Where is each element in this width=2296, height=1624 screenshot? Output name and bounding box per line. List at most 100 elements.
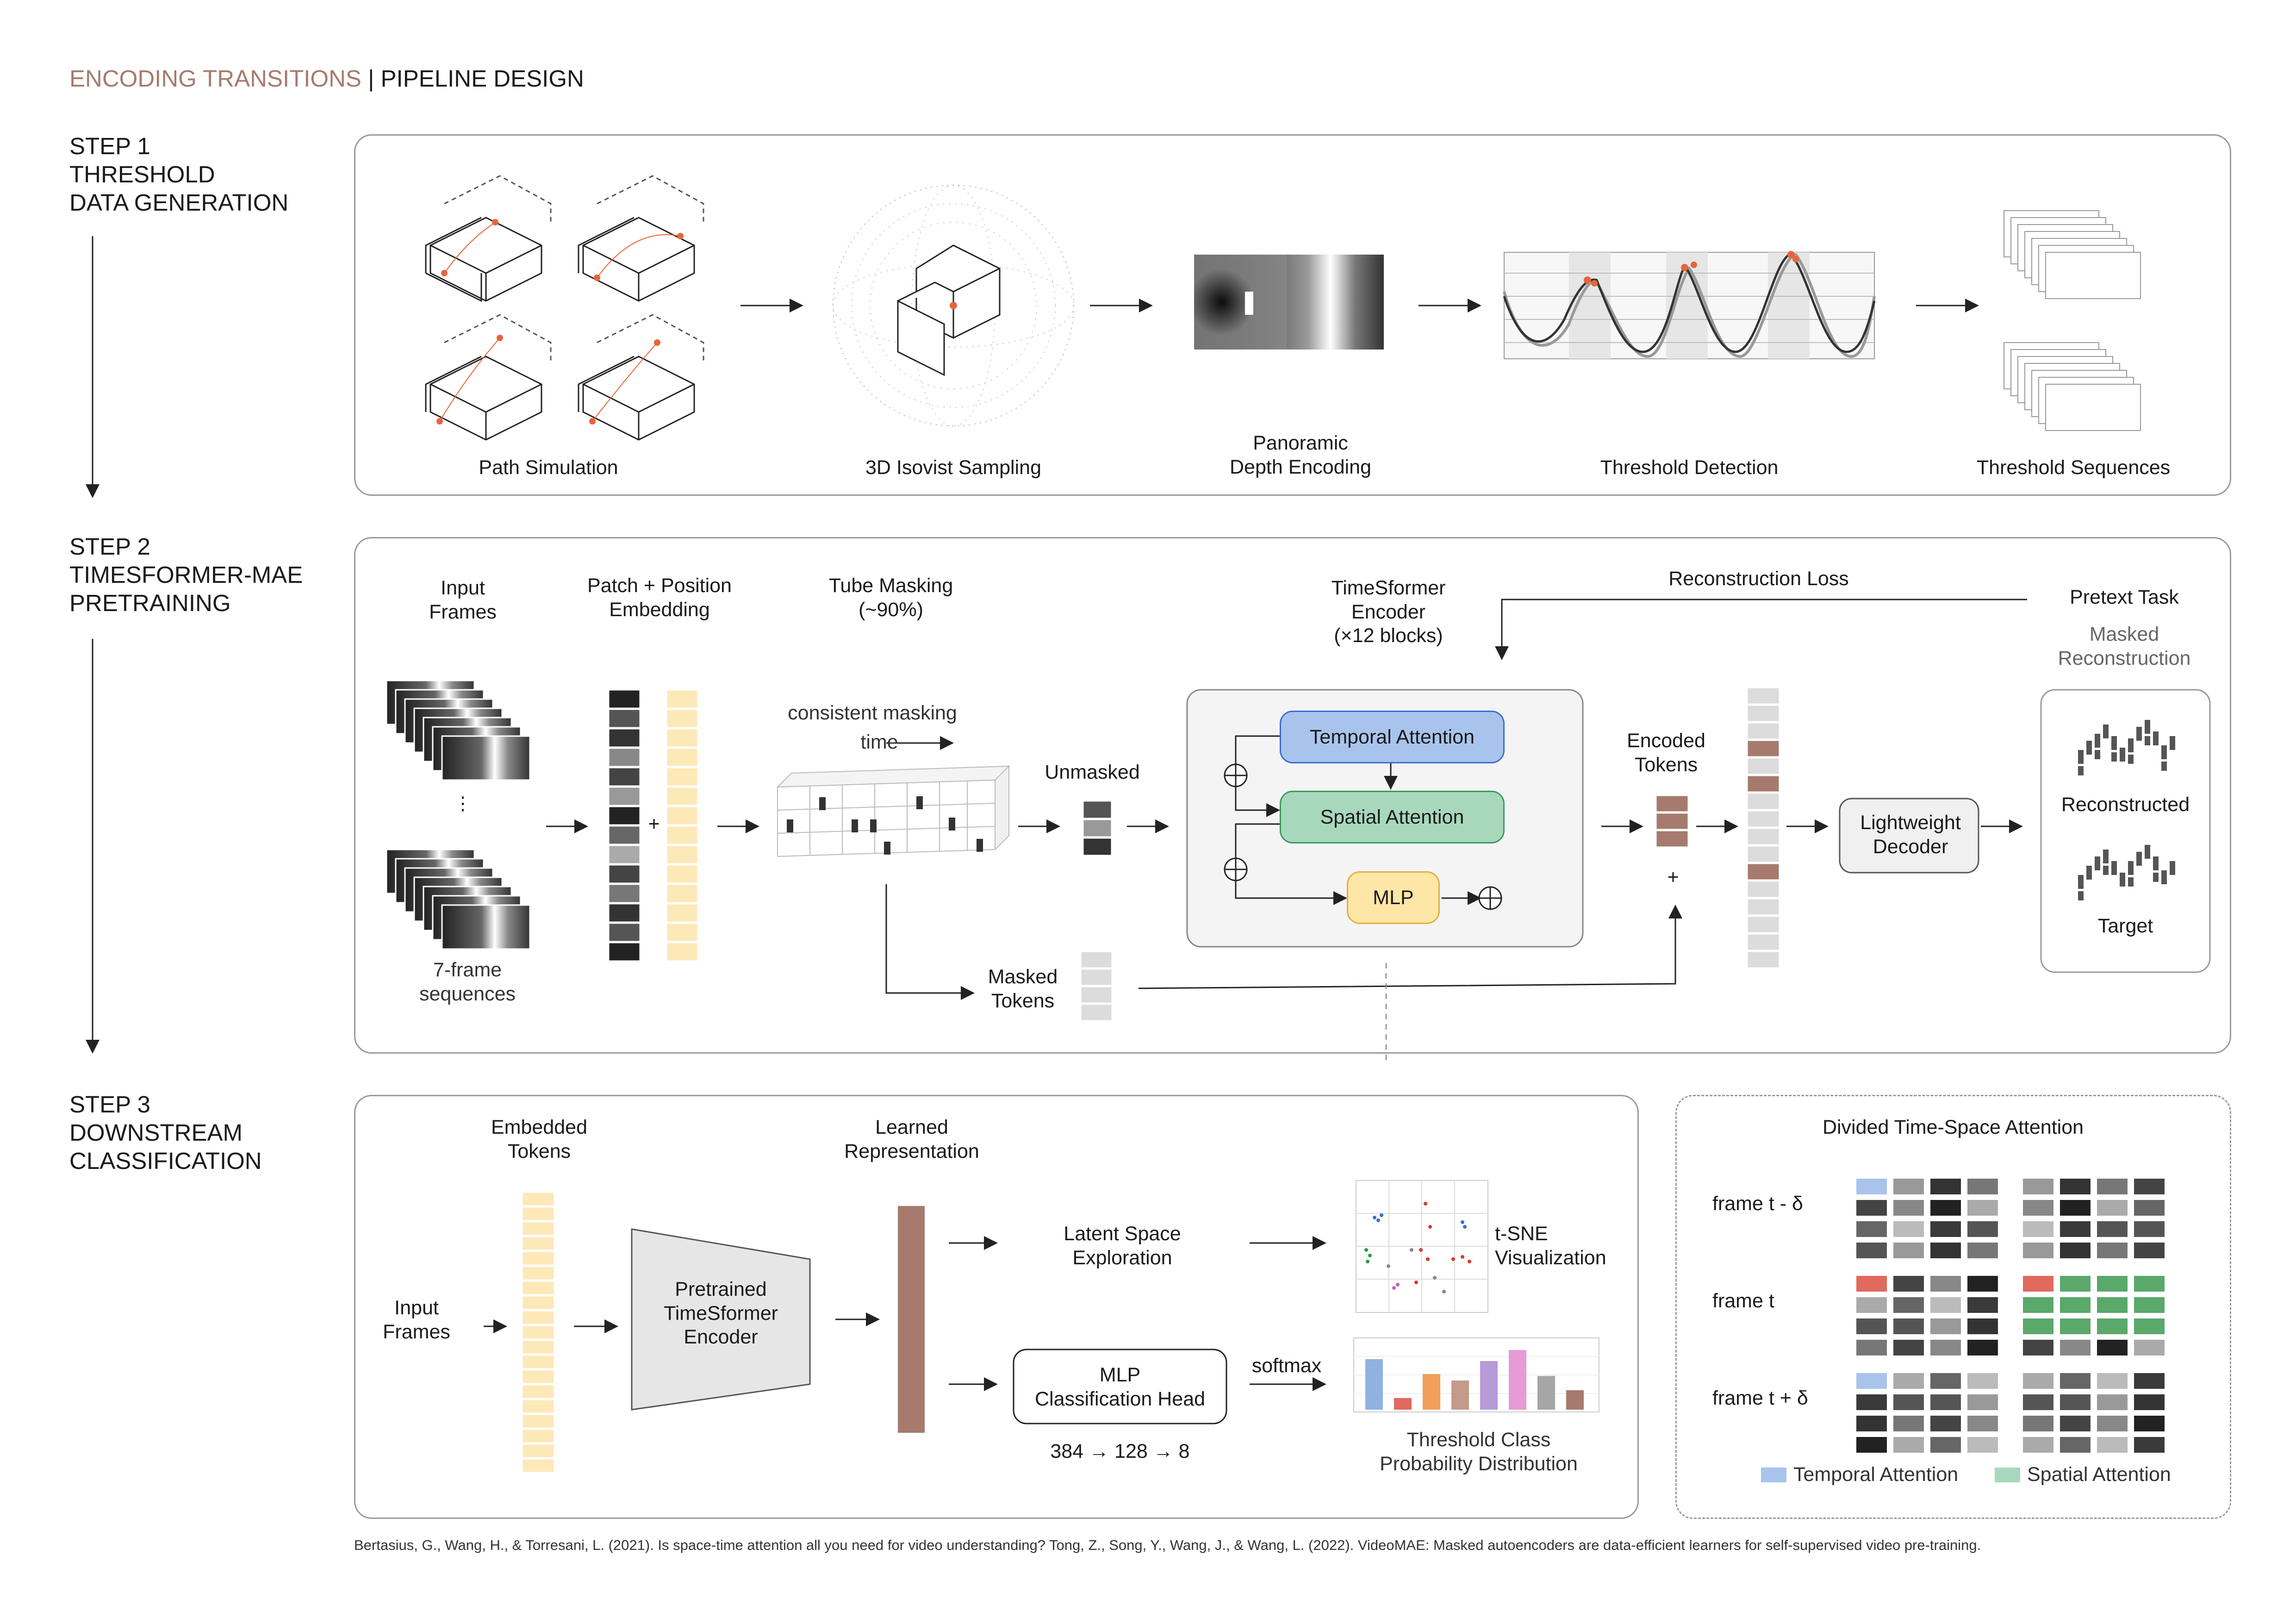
- threshold-sequences-label: Threshold Sequences: [1976, 456, 2171, 479]
- attention-cell: [1929, 1296, 1962, 1314]
- attention-cell: [2022, 1415, 2054, 1432]
- pretrained-encoder-label: Pretrained TimeSformer Encoder: [664, 1278, 778, 1349]
- tube-masking-grid: [776, 765, 1010, 857]
- attention-cell: [1929, 1242, 1962, 1259]
- attention-cell: [2022, 1199, 2054, 1217]
- tsne-plot: [1356, 1180, 1488, 1313]
- attention-cell: [2022, 1178, 2054, 1195]
- attention-cell: [2059, 1242, 2091, 1259]
- attention-cell: [2022, 1296, 2054, 1314]
- attention-cell: [2133, 1436, 2165, 1454]
- probability-bar-2: [1394, 1398, 1412, 1410]
- attention-cell: [2022, 1436, 2054, 1454]
- legend-temporal-swatch: [1761, 1468, 1786, 1482]
- spatial-attention-label: Spatial Attention: [1320, 806, 1464, 828]
- attention-cell: [1929, 1178, 1962, 1195]
- attention-cell: [1966, 1242, 1999, 1259]
- mlp-head-box: [1013, 1349, 1227, 1424]
- patch-plus: +: [648, 813, 660, 835]
- panoramic-depth-image: [1194, 255, 1384, 350]
- isovist-label: 3D Isovist Sampling: [865, 456, 1041, 479]
- probability-bars: [1365, 1350, 1584, 1410]
- footer-citation: Bertasius, G., Wang, H., & Torresani, L.…: [354, 1537, 1981, 1553]
- learned-representation-bar: [898, 1206, 925, 1433]
- attention-cell: [2133, 1199, 2165, 1217]
- encoded-tokens-label: Encoded Tokens: [1627, 730, 1705, 776]
- attention-cell: [2022, 1220, 2054, 1238]
- attention-cell: [1892, 1296, 1925, 1314]
- masked-reconstruction-label: Masked Reconstruction: [2058, 623, 2191, 669]
- attention-cell: [2022, 1275, 2054, 1293]
- temporal-attention-label: Temporal Attention: [1309, 725, 1475, 748]
- reconstruction-loss-label: Reconstruction Loss: [1668, 568, 1849, 590]
- probability-bar-4: [1451, 1380, 1469, 1410]
- masked-cells: [787, 796, 983, 855]
- pretext-task-label: Pretext Task: [2070, 586, 2179, 608]
- attention-cell: [1966, 1339, 1999, 1356]
- step1-label: STEP 1 THRESHOLD DATA GENERATION: [69, 133, 289, 216]
- attention-cell: [2022, 1372, 2054, 1390]
- frames-ellipsis: ⋮: [454, 793, 472, 814]
- attention-cell: [2096, 1242, 2128, 1259]
- attention-cell: [1855, 1242, 1888, 1259]
- attention-cell: [2096, 1436, 2128, 1454]
- step3-input-frames-label: Input Frames: [383, 1297, 450, 1343]
- patch-strip: [608, 689, 641, 962]
- attention-cell: [2059, 1436, 2091, 1454]
- probability-bar-5: [1480, 1361, 1498, 1410]
- attention-cell: [1966, 1199, 1999, 1217]
- attention-cell: [2059, 1296, 2091, 1314]
- attention-cell: [1892, 1339, 1925, 1356]
- mlp-label: MLP: [1373, 886, 1414, 909]
- attention-cell: [2022, 1242, 2054, 1259]
- attention-cell: [1855, 1372, 1888, 1390]
- threshold-sequence-stacks: [2004, 210, 2141, 431]
- page-title-accent: ENCODING TRANSITIONS: [69, 65, 361, 92]
- attention-cell: [2059, 1318, 2091, 1335]
- temporal-attention-box: Temporal Attention: [1280, 711, 1505, 763]
- attention-cell: [2059, 1220, 2091, 1238]
- attention-cell: [1892, 1275, 1925, 1293]
- attention-cell: [2133, 1393, 2165, 1411]
- step3-graphics: [484, 1178, 2165, 1482]
- patch-position-label: Patch + Position Embedding: [587, 575, 732, 621]
- attention-cell: [1855, 1199, 1888, 1217]
- attention-cell: [2059, 1275, 2091, 1293]
- probability-bar-8: [1566, 1390, 1584, 1410]
- timesformer-encoder-label: TimeSformer Encoder (×12 blocks): [1331, 577, 1446, 647]
- attention-cell: [2133, 1339, 2165, 1356]
- attention-cell: [2133, 1275, 2165, 1293]
- attention-cell: [2133, 1415, 2165, 1432]
- legend-spatial-swatch: [1995, 1468, 2020, 1482]
- dims-label: 384 → 128 → 8: [1050, 1440, 1190, 1462]
- position-embedding-strip: [666, 689, 699, 962]
- attention-cell: [1892, 1436, 1925, 1454]
- probability-bar-7: [1537, 1376, 1555, 1410]
- attention-cell: [1966, 1372, 1999, 1390]
- isovist-sphere: [833, 185, 1074, 426]
- attention-cell: [1966, 1275, 1999, 1293]
- attention-cell: [1855, 1178, 1888, 1195]
- threshold-detection-plot: [1503, 251, 1876, 359]
- target-label: Target: [2097, 915, 2153, 937]
- mlp-head-label: MLP Classification Head: [1034, 1364, 1206, 1410]
- panoramic-label: Panoramic Depth Encoding: [1230, 432, 1371, 478]
- full-token-column: [1746, 687, 1780, 969]
- decoder-label: Lightweight Decoder: [1860, 812, 1961, 858]
- page-title-rest: | PIPELINE DESIGN: [361, 65, 584, 92]
- attention-cell: [1966, 1220, 1999, 1238]
- attention-cell: [2133, 1220, 2165, 1238]
- attention-cell: [1929, 1415, 1962, 1432]
- attention-cell: [2096, 1275, 2128, 1293]
- attention-cell: [2096, 1296, 2128, 1314]
- input-frames-label: Input Frames: [429, 577, 497, 623]
- step3-label: STEP 3 DOWNSTREAM CLASSIFICATION: [69, 1091, 262, 1174]
- probability-bar-6: [1509, 1350, 1526, 1410]
- attention-cell: [1929, 1275, 1962, 1293]
- attention-cell: [1892, 1318, 1925, 1335]
- attention-cell: [1929, 1220, 1962, 1238]
- attention-cell: [2133, 1296, 2165, 1314]
- attention-cell: [2022, 1318, 2054, 1335]
- frame-minus-label: frame t - δ: [1712, 1193, 1803, 1215]
- page-title: ENCODING TRANSITIONS | PIPELINE DESIGN: [69, 65, 584, 92]
